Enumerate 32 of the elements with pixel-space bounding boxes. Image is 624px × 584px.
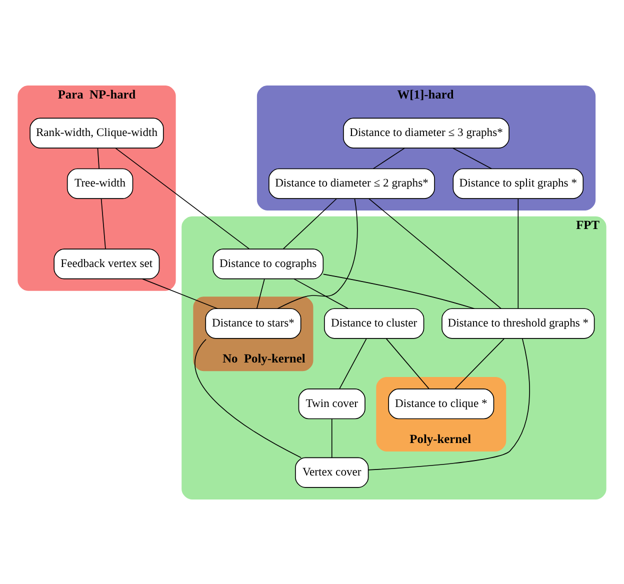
node-box: Feedback vertex set [54, 248, 160, 279]
node-box: Distance to diameter ≤ 2 graphs* [268, 168, 435, 198]
connector [100, 198, 106, 249]
node-box: Tree-width [66, 168, 134, 198]
connector [368, 198, 502, 308]
connector [115, 147, 250, 249]
connector [454, 338, 504, 389]
connector [452, 147, 492, 169]
connector [331, 418, 332, 458]
node-box: Distance to cluster [324, 308, 424, 338]
node-box: Rank-width, Clique-width [30, 117, 164, 148]
node-box: Distance to stars* [205, 308, 302, 338]
node-box: Distance to cographs [212, 248, 324, 279]
connector [277, 198, 358, 309]
connector [256, 278, 265, 308]
connector [294, 278, 348, 308]
connector [322, 273, 475, 309]
node-box: Distance to clique * [388, 388, 494, 419]
connector [386, 338, 430, 389]
node-box: Distance to split graphs * [452, 168, 584, 198]
node-box: Distance to diameter ≤ 3 graphs* [343, 117, 510, 148]
connector [194, 338, 302, 458]
connector [142, 278, 218, 308]
connector [518, 198, 519, 308]
node-box: Distance to threshold graphs * [442, 308, 595, 338]
node-box: Twin cover [298, 388, 366, 419]
connector [339, 338, 367, 389]
connector [368, 338, 530, 470]
connector [372, 147, 406, 169]
connector [97, 147, 100, 168]
node-box: Vertex cover [295, 456, 369, 488]
connector [282, 198, 337, 249]
